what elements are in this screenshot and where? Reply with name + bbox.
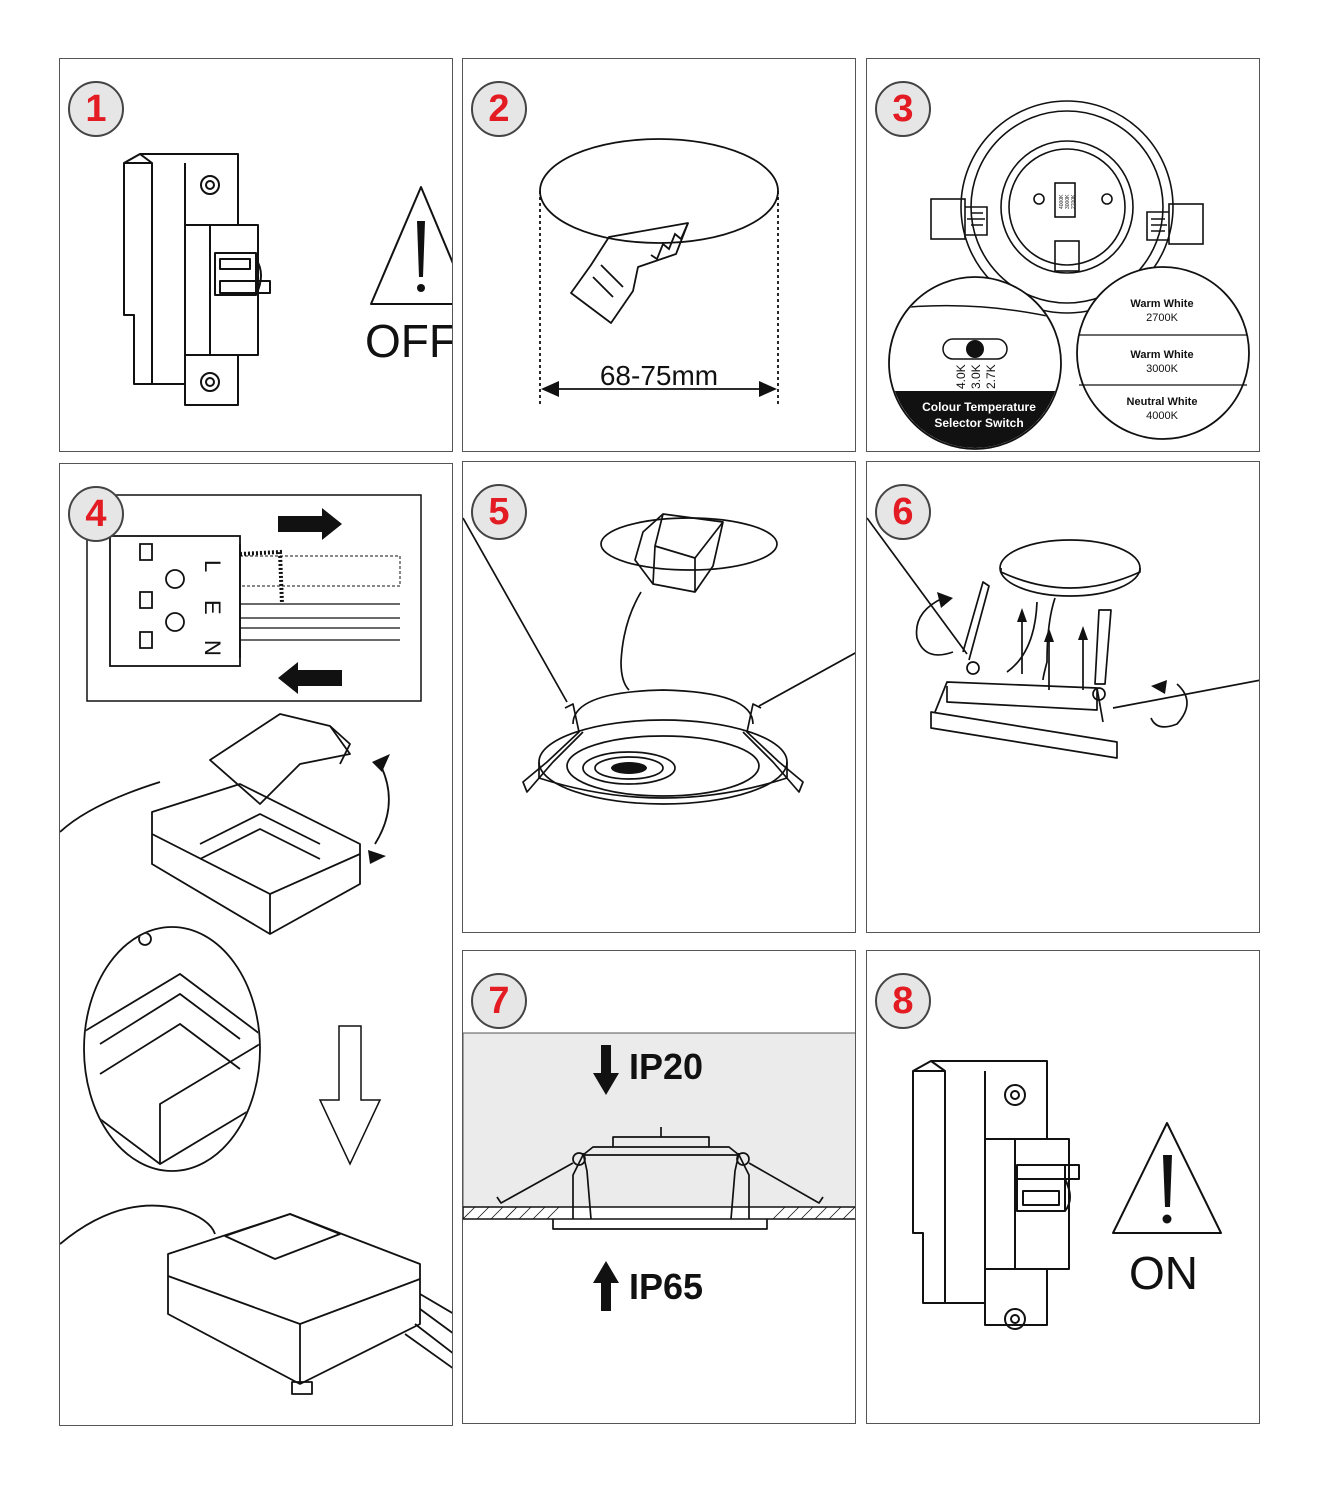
ceiling-hole-drawing: 68-75mm [539,138,779,404]
step-7-panel: 7 IP20 IP65 [462,950,856,1424]
switch-position-2-7k: 2.7K [984,364,998,389]
ip65-label: IP65 [629,1266,703,1307]
terminal-letter-e: E [200,600,225,615]
step-6-panel: 6 [866,461,1260,933]
option-1-name: Warm White [1130,298,1193,310]
step-5-panel: 5 [462,461,856,933]
arrow-up-icon [593,1261,619,1311]
tiny-label-4000k: 4000K [1059,194,1065,209]
arrow-down-icon [593,1045,619,1095]
switch-position-3k: 3.0K [969,364,983,389]
option-2-temp: 3000K [1146,363,1178,375]
step-6-badge: 6 [875,484,931,540]
off-label: OFF [365,315,453,367]
step-number: 2 [488,88,510,130]
step-2-panel: 2 68-75mm [462,58,856,452]
terminal-letter-n: N [200,640,225,656]
spring-clip-insert-drawing [463,513,855,805]
arrow-left-icon [278,662,342,694]
selector-caption-1: Colour Temperature [922,400,1036,414]
option-1-temp: 2700K [1146,312,1178,324]
ip20-label: IP20 [629,1046,703,1087]
step-1-panel: 1 OFF [59,58,453,452]
step-1-badge: 1 [68,81,124,137]
step-number: 5 [488,491,510,533]
tiny-label-2700k: 2700K [1071,194,1077,209]
step-4-badge: 4 [68,486,124,542]
option-2-name: Warm White [1130,349,1193,361]
step-number: 1 [85,88,107,130]
step-3-panel: 3 4000K 3000K 2700K [866,58,1260,452]
hole-diameter-label: 68-75mm [600,360,718,391]
selector-caption-2: Selector Switch [934,416,1023,430]
step-2-badge: 2 [471,81,527,137]
arrow-right-icon [278,508,342,540]
step-4-panel: L E N [59,463,453,1426]
step-8-panel: 8 ON [866,950,1260,1424]
step-7-badge: 7 [471,973,527,1029]
step-5-badge: 5 [471,484,527,540]
switch-position-4k: 4.0K [954,364,968,389]
arrow-down-outline-icon [318,1025,382,1166]
wiring-drawing: L E N [60,494,452,1395]
step-number: 8 [892,980,914,1022]
step-8-badge: 8 [875,973,931,1029]
circuit-breaker-on-drawing: ON [912,1060,1222,1330]
step-number: 4 [85,493,107,535]
push-into-ceiling-drawing [867,517,1259,759]
step-number: 7 [488,980,510,1022]
tiny-label-3000k: 3000K [1065,194,1071,209]
option-3-name: Neutral White [1127,396,1198,408]
colour-selector-drawing: 4000K 3000K 2700K 4.0K 3.0K 2.7K Colour … [888,100,1250,450]
on-label: ON [1129,1247,1198,1299]
step-number: 6 [892,491,914,533]
circuit-breaker-off-drawing: OFF [123,153,453,406]
step-number: 3 [892,88,914,130]
terminal-letter-l: L [200,560,225,572]
option-3-temp: 4000K [1146,410,1178,422]
ip-rating-drawing: IP20 IP65 [463,1032,855,1311]
step-3-badge: 3 [875,81,931,137]
